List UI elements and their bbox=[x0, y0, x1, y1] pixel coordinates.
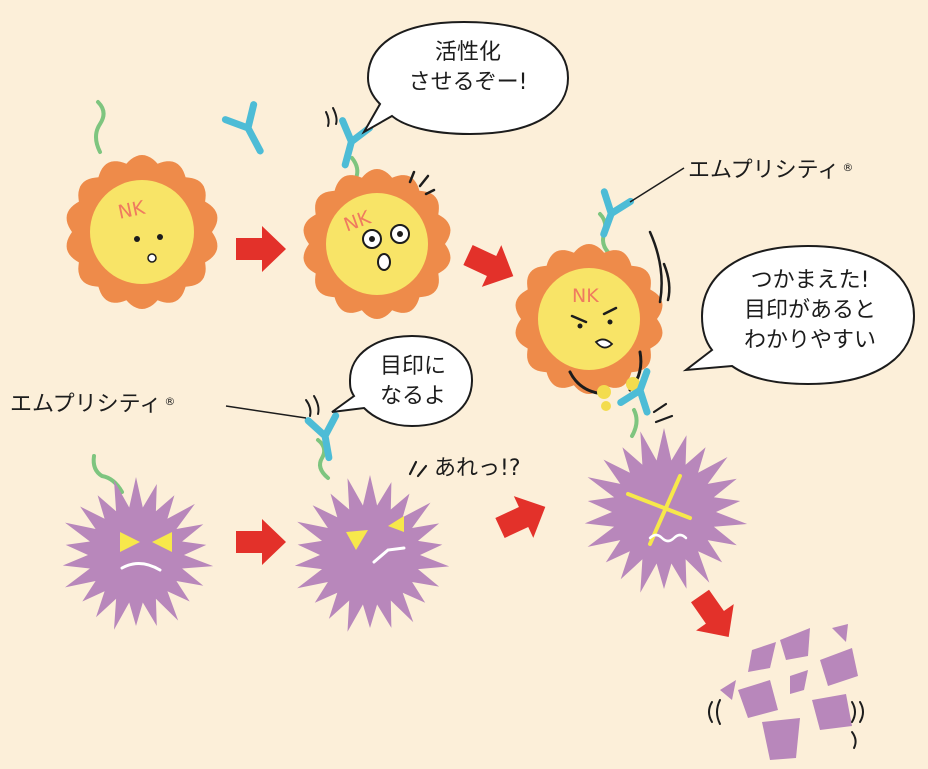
nk-tether-1 bbox=[94, 100, 106, 154]
motion-lines-icon bbox=[652, 402, 674, 424]
myeloma-3-mouth bbox=[648, 533, 688, 543]
nk-1-mouth bbox=[147, 253, 157, 263]
registered-mark: ® bbox=[842, 161, 854, 174]
granule bbox=[597, 385, 611, 399]
myeloma-cell-2-body bbox=[294, 475, 450, 632]
speech-bubble-marker bbox=[331, 334, 474, 428]
nk-3-mouth bbox=[594, 338, 614, 349]
myeloma-cell-caught bbox=[584, 368, 748, 593]
nk-cell-1-core bbox=[90, 180, 194, 284]
myeloma-1-eye-right bbox=[152, 532, 172, 552]
bubble-activate-line-2: させるぞー! bbox=[408, 70, 528, 95]
speech-bubble-caught bbox=[682, 244, 916, 386]
nk-cell-3-core bbox=[538, 268, 640, 370]
nk-cell-3-label: NK bbox=[572, 285, 599, 307]
drug-label-bottom: エムプリシティ® bbox=[10, 394, 175, 416]
bubble-activate-text: 活性化 させるぞー! bbox=[382, 38, 554, 98]
myeloma-cell-angry bbox=[62, 454, 214, 630]
myeloma-cell-1-body bbox=[62, 477, 214, 630]
drug-label-top: エムプリシティ® bbox=[688, 160, 853, 182]
bubble-caught-line-1: つかまえた! bbox=[750, 268, 870, 293]
myeloma-3-cross bbox=[626, 492, 692, 520]
myeloma-1-mouth bbox=[120, 562, 162, 572]
drug-label-bottom-text: エムプリシティ bbox=[10, 392, 162, 417]
antibody-icon bbox=[339, 117, 374, 169]
bubble-caught-text: つかまえた! 目印があると わかりやすい bbox=[716, 266, 904, 356]
label-leader-bottom bbox=[225, 405, 307, 419]
antibody-icon bbox=[617, 368, 651, 416]
motion-lines-icon bbox=[408, 460, 428, 478]
bubble-caught-line-2: 目印があると bbox=[743, 298, 876, 323]
nk-1-eye-right bbox=[157, 234, 163, 240]
right-arrow-icon bbox=[463, 245, 514, 287]
myeloma-2-eye-right bbox=[388, 516, 404, 532]
drug-label-top-text: エムプリシティ bbox=[688, 158, 840, 183]
nk-cell-attacking: NK bbox=[515, 188, 671, 396]
speech-bubble-activate bbox=[361, 20, 570, 136]
nk-3-brow-right bbox=[602, 306, 618, 316]
nk-3-brow-left bbox=[570, 314, 588, 324]
bubble-caught-line-3: わかりやすい bbox=[743, 328, 876, 353]
motion-lines-icon bbox=[408, 170, 436, 196]
motion-lines-icon bbox=[648, 230, 671, 304]
myeloma-cell-marked bbox=[294, 395, 450, 632]
motion-lines-icon bbox=[325, 107, 338, 127]
granule bbox=[601, 401, 611, 411]
label-leader-top bbox=[629, 167, 685, 203]
right-arrow-icon bbox=[495, 496, 546, 538]
myeloma-cell-destroyed bbox=[708, 624, 864, 760]
nk-cell-resting: NK bbox=[66, 100, 218, 309]
right-arrow-icon bbox=[690, 589, 734, 637]
granule bbox=[626, 377, 640, 391]
bubble-marker-line-2: なるよ bbox=[379, 384, 446, 409]
bubble-activate-line-1: 活性化 bbox=[434, 40, 501, 65]
motion-lines-icon bbox=[708, 699, 864, 749]
bubble-marker-line-1: 目印に bbox=[379, 354, 446, 379]
antibody-icon bbox=[600, 188, 635, 238]
surprise-label: あれっ!? bbox=[434, 456, 521, 481]
antibody-icon bbox=[304, 412, 340, 462]
nk-1-eye-left bbox=[134, 236, 140, 242]
registered-mark: ® bbox=[164, 395, 176, 408]
myeloma-1-eye-left bbox=[120, 532, 140, 552]
nk-2-mouth bbox=[377, 253, 391, 271]
bubble-marker-text: 目印に なるよ bbox=[356, 352, 470, 412]
right-arrow-icon bbox=[236, 519, 286, 565]
right-arrow-icon bbox=[236, 226, 286, 272]
antibody-icon bbox=[221, 101, 264, 155]
nk-cell-surprised: NK bbox=[303, 107, 451, 319]
myeloma-2-mouth bbox=[372, 546, 406, 564]
myeloma-2-eye-left bbox=[346, 530, 368, 550]
motion-lines-icon bbox=[305, 395, 320, 417]
